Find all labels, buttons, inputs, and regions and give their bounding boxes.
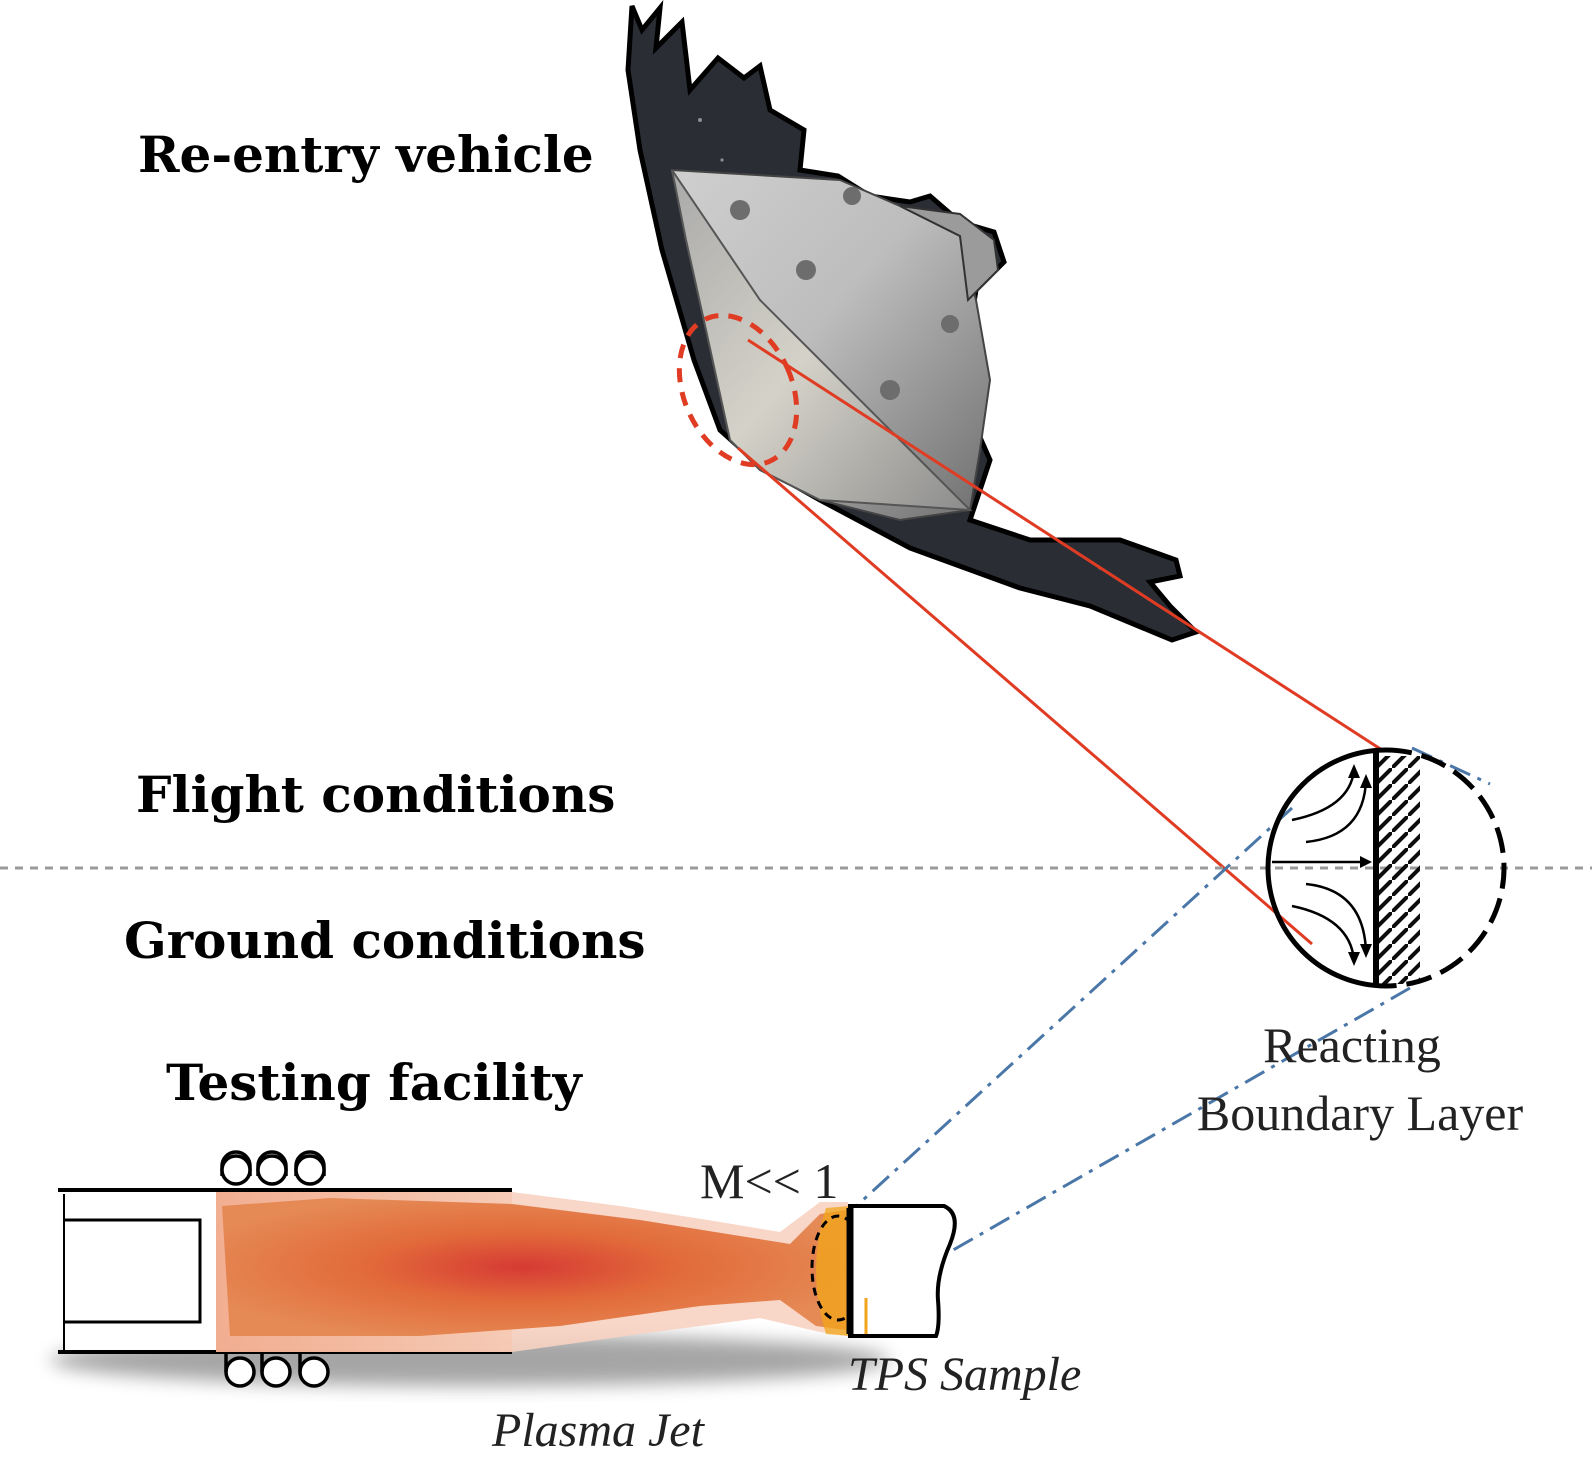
torch-injector	[64, 1194, 216, 1352]
vehicle-heat-shield	[671, 169, 973, 512]
heading-ground-conditions: Ground conditions	[124, 911, 646, 970]
induction-coils-top	[220, 1150, 326, 1186]
reentry-vehicle-illustration	[625, 0, 1201, 643]
vehicle-bolt	[880, 380, 900, 400]
heading-testing-facility: Testing facility	[166, 1053, 584, 1112]
caption-reacting: Reacting	[1263, 1017, 1441, 1073]
heading-reentry-vehicle: Re-entry vehicle	[138, 125, 594, 184]
streamline-arrowheads	[1348, 764, 1372, 966]
caption-boundary-layer: Boundary Layer	[1197, 1085, 1524, 1141]
vehicle-bolt	[941, 315, 959, 333]
caption-plasma-jet: Plasma Jet	[491, 1404, 706, 1457]
sample-shock-layer	[816, 1206, 850, 1336]
caption-mach-number: M<< 1	[700, 1153, 838, 1209]
tps-sample-holder	[848, 1204, 957, 1338]
flight-zoom-lines	[737, 338, 1383, 946]
plasma-jet-core	[222, 1198, 846, 1336]
vehicle-bolt	[730, 200, 750, 220]
plasma-torch-facility	[50, 1150, 957, 1388]
caption-tps-sample: TPS Sample	[848, 1348, 1081, 1401]
boundary-layer-streamlines	[1272, 769, 1368, 961]
vehicle-bolt	[796, 260, 816, 280]
vehicle-bolt	[843, 187, 861, 205]
stagnation-region-marker	[676, 312, 800, 468]
injector-probe	[64, 1218, 202, 1324]
vehicle-back-shell	[899, 205, 1000, 303]
detail-circle-dashed	[1385, 747, 1507, 989]
detail-circle-solid	[1265, 747, 1387, 989]
heading-flight-conditions: Flight conditions	[136, 765, 615, 824]
boundary-layer-detail	[850, 746, 1507, 1302]
induction-coils-bottom	[224, 1352, 330, 1388]
wall-hatch	[1378, 756, 1420, 984]
